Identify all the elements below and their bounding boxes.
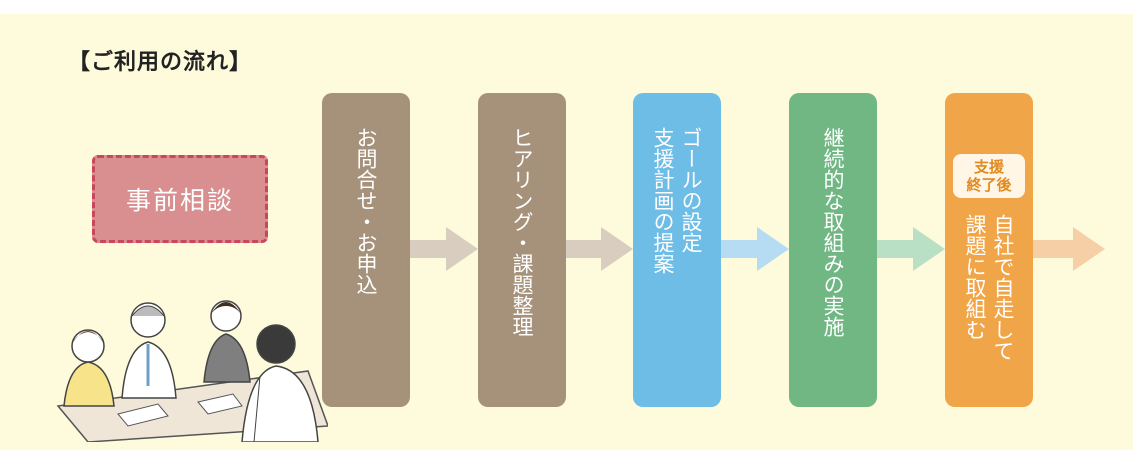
pre-consultation-box: 事前相談 xyxy=(92,155,268,243)
step-self-driven-after-support: 支援 終了後 自社で自走して 課題に取組む xyxy=(945,93,1033,407)
step-hearing-issue-organization: ヒアリング・課題整理 xyxy=(478,93,566,407)
after-support-badge: 支援 終了後 xyxy=(953,153,1025,198)
page-title: 【ご利用の流れ】 xyxy=(68,50,253,75)
badge-line-2: 終了後 xyxy=(966,175,1012,194)
flow-arrow-icon xyxy=(721,227,789,271)
flow-arrow-icon xyxy=(566,227,633,271)
step-label: ヒアリング・課題整理 xyxy=(510,127,534,337)
step-inquiry-application: お問合せ・お申込 xyxy=(322,93,410,407)
step-goal-setting-plan-proposal: ゴールの設定 支援計画の提案 xyxy=(633,93,721,407)
flow-arrow-icon xyxy=(410,227,478,271)
meeting-illustration xyxy=(56,300,328,442)
pre-consultation-label: 事前相談 xyxy=(125,186,234,215)
flow-arrow-icon xyxy=(877,227,945,271)
step-label: 自社で自走して 課題に取組む xyxy=(963,213,1015,361)
step-label: ゴールの設定 支援計画の提案 xyxy=(651,127,703,274)
step-label: お問合せ・お申込 xyxy=(354,127,378,295)
step-continuous-implementation: 継続的な取組みの実施 xyxy=(789,93,877,407)
step-label: 継続的な取組みの実施 xyxy=(821,127,845,337)
badge-line-1: 支援 xyxy=(973,157,1004,176)
flow-arrow-icon xyxy=(1033,227,1105,271)
